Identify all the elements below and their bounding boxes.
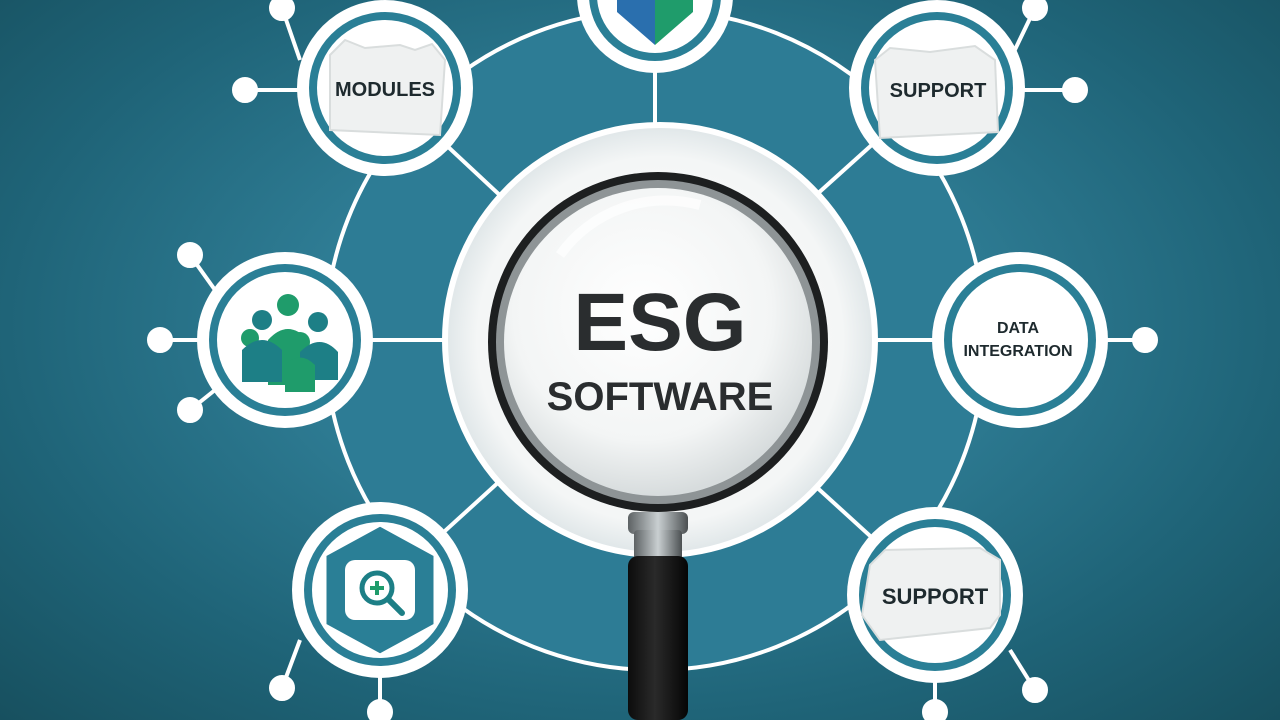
node-support-bottom[interactable]: SUPPORT: [847, 507, 1023, 683]
search-plus-icon: [359, 570, 405, 616]
magnifier-handle: [628, 512, 688, 720]
magnifier-lens: [488, 172, 828, 512]
hub-title: ESG: [573, 277, 746, 368]
shield-icon: [617, 0, 693, 45]
node-data-integration[interactable]: DATA INTEGRATION: [932, 252, 1108, 428]
hub-subtitle: SOFTWARE: [547, 375, 774, 419]
node-modules-label: MODULES: [335, 79, 435, 101]
people-group-icon: [241, 294, 338, 392]
node-support-bottom-label: SUPPORT: [882, 584, 989, 609]
connector-dots: [147, 0, 1158, 720]
node-data-integration-label-line2: INTEGRATION: [963, 343, 1072, 360]
node-search[interactable]: [292, 502, 468, 678]
support-top-card: [873, 44, 1000, 140]
node-top[interactable]: [577, 0, 733, 73]
node-support-top-label: SUPPORT: [890, 80, 987, 102]
support-bottom-card: [860, 546, 1001, 642]
modules-card: [329, 38, 447, 137]
node-people[interactable]: [197, 252, 373, 428]
node-modules[interactable]: MODULES: [297, 0, 473, 176]
node-support-top[interactable]: SUPPORT: [849, 0, 1025, 176]
node-data-integration-label-line1: DATA: [997, 320, 1040, 337]
